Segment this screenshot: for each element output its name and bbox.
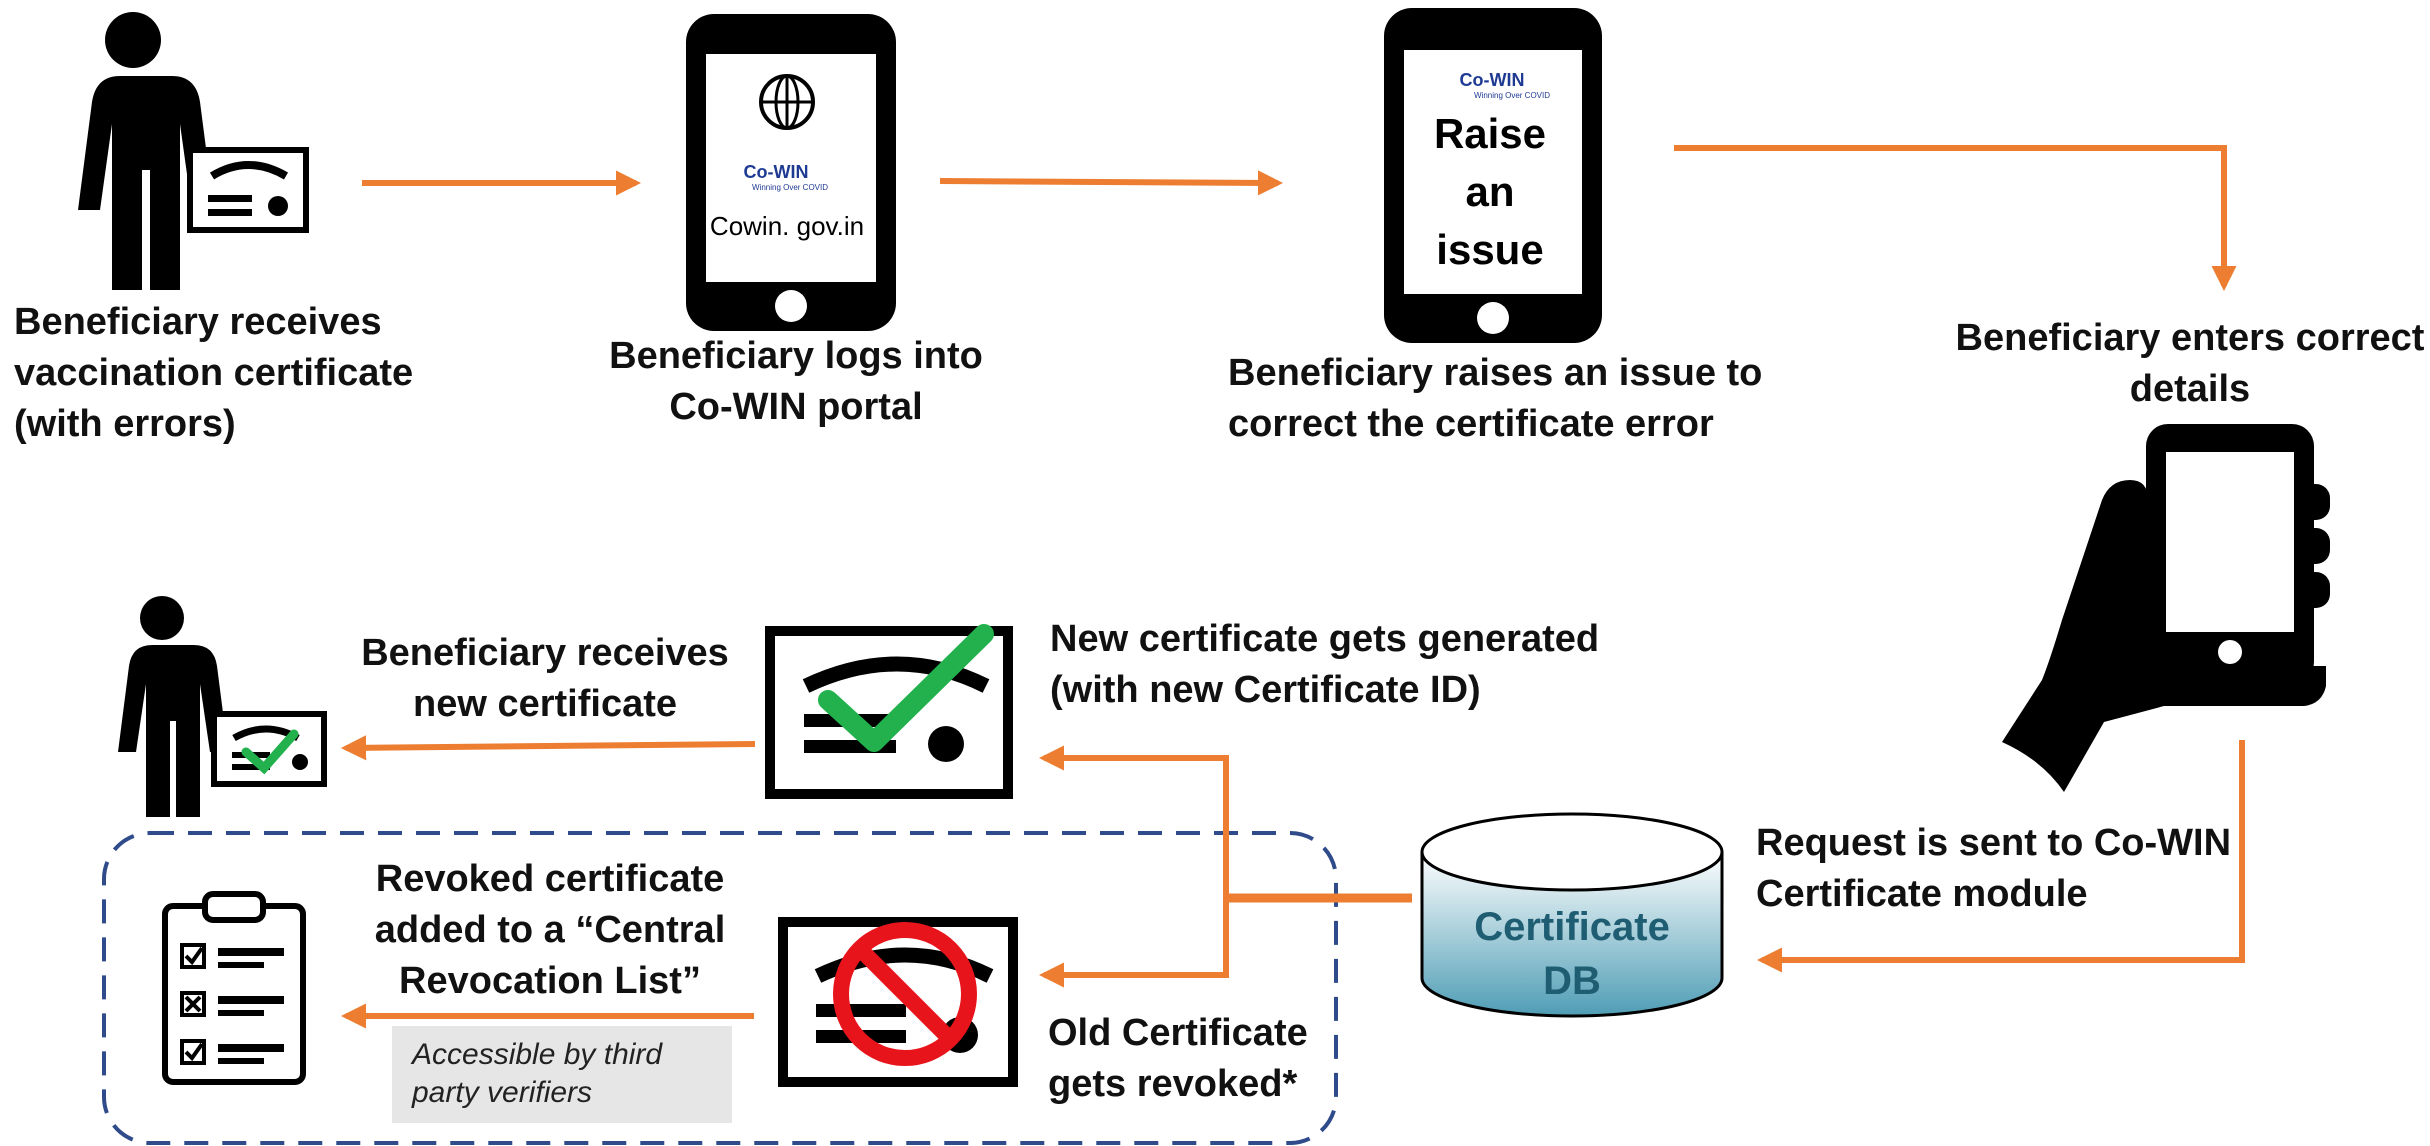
raise-issue-phone-icon: Co-WIN Winning Over COVID Raise an issue	[1384, 8, 1602, 343]
db-label-line-1: Certificate	[1474, 905, 1670, 949]
step-request-sent-label: Request is sent to Co-WIN Certificate mo…	[1756, 822, 2232, 915]
flow-arrows	[340, 145, 2245, 1029]
issue-line-3: issue	[1436, 226, 1543, 273]
login-phone-icon: Co-WIN Winning Over COVID Cowin. gov.in	[686, 14, 896, 331]
step-new-generated-label: New certificate gets generated (with new…	[1050, 618, 1600, 711]
person-with-new-certificate-icon	[118, 596, 327, 817]
login-url-text: Cowin. gov.in	[710, 211, 864, 241]
db-label-line-2: DB	[1543, 959, 1601, 1003]
old-certificate-icon	[778, 917, 1018, 1087]
step-receives-new-label: Beneficiary receives new certificate	[361, 632, 729, 725]
person-with-certificate-icon	[78, 12, 309, 290]
step-login-label: Beneficiary logs into Co-WIN portal	[609, 335, 983, 428]
revocation-group-boundary	[102, 831, 1338, 1145]
step-enter-details-label: Beneficiary enters correct details	[1955, 317, 2425, 410]
issue-brand-logo: Co-WIN	[1460, 70, 1525, 90]
issue-line-2: an	[1465, 168, 1514, 215]
globe-icon	[759, 74, 815, 130]
third-party-note: Accessible by third party verifiers	[392, 1026, 732, 1123]
step-raise-issue-label: Beneficiary raises an issue to correct t…	[1228, 352, 1763, 445]
arrow-issue-to-details	[1674, 145, 2237, 292]
arrow-details-to-db	[1756, 740, 2245, 973]
arrow-login-to-issue	[939, 170, 1284, 196]
arrow-new-cert-to-person	[340, 735, 756, 761]
login-brand-logo: Co-WIN	[744, 162, 809, 182]
step-receive-certificate-label: Beneficiary receives vaccination certifi…	[14, 301, 414, 445]
arrow-db-to-old-cert	[1038, 898, 1229, 988]
issue-tagline: Winning Over COVID	[1474, 91, 1550, 100]
certificate-db-icon: Certificate DB	[1420, 812, 1724, 1018]
clipboard-checklist-icon	[162, 891, 306, 1085]
checkmark-icon	[818, 624, 994, 752]
new-certificate-icon	[765, 624, 1013, 799]
hand-holding-phone-icon	[2002, 424, 2330, 792]
login-tagline: Winning Over COVID	[752, 183, 828, 192]
step-revocation-list-label: Revoked certificate added to a “Central …	[374, 858, 726, 1002]
step-old-revoked-label: Old Certificate gets revoked*	[1048, 1012, 1308, 1105]
prohibited-icon	[833, 922, 977, 1066]
issue-line-1: Raise	[1434, 110, 1546, 157]
arrow-db-to-new-cert	[1038, 745, 1229, 898]
